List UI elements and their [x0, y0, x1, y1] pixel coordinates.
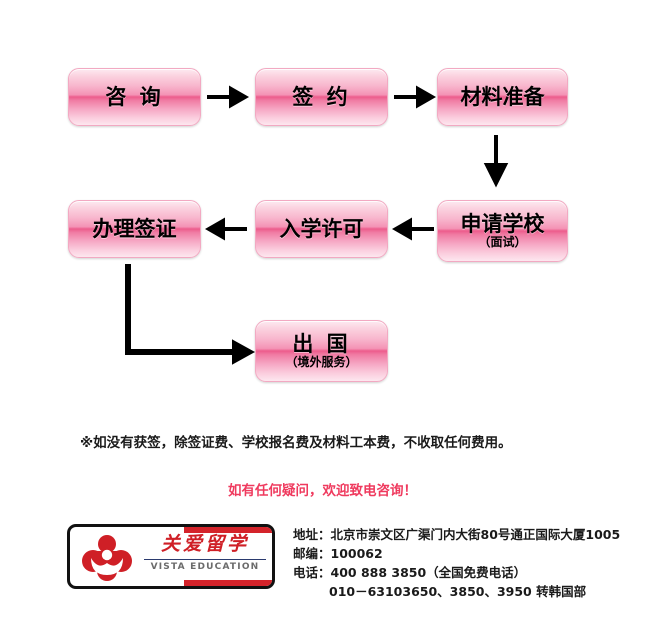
flow-box-apply-school[interactable]: 申请学校 （面试） — [437, 200, 568, 262]
logo-accent-bar-top — [184, 527, 272, 533]
flow-box-apply-school-sublabel: （面试） — [478, 235, 527, 250]
logo-wordmark: 关爱留学 VISTA EDUCATION — [142, 533, 268, 572]
logo-chinese-name: 关爱留学 — [160, 533, 249, 555]
flow-box-go-abroad-label: 出 国 — [292, 332, 351, 357]
flow-box-admission-permit-label: 入学许可 — [279, 216, 364, 241]
flow-box-go-abroad[interactable]: 出 国 （境外服务） — [255, 320, 388, 382]
flow-box-material-prep-label: 材料准备 — [460, 84, 545, 109]
flow-box-visa-processing-label: 办理签证 — [92, 216, 177, 241]
arrow-left-apply-to-admission — [392, 217, 438, 241]
flow-box-consult-label: 咨 询 — [105, 84, 164, 109]
footer: 关爱留学 VISTA EDUCATION 地址：北京市崇文区广渠门内大街80号通… — [0, 518, 662, 608]
arrow-right-consult-to-sign — [205, 85, 251, 109]
call-us-note: 如有任何疑问，欢迎致电咨询！ — [228, 483, 417, 499]
flow-box-go-abroad-sublabel: （境外服务） — [285, 355, 358, 370]
contact-phone: 电话：400 888 3850（全国免费电话） — [293, 565, 527, 580]
contact-info: 地址：北京市崇文区广渠门内大街80号通正国际大厦1005 邮编：100062 电… — [293, 525, 620, 601]
arrow-down-material-to-apply — [483, 133, 509, 189]
logo-english-name: VISTA EDUCATION — [150, 561, 260, 572]
fee-disclaimer-note: ※如没有获签，除签证费、学校报名费及材料工本费，不收取任何费用。 — [80, 435, 512, 451]
flow-box-admission-permit[interactable]: 入学许可 — [255, 200, 388, 258]
arrow-left-admission-to-visa — [205, 217, 251, 241]
flow-box-material-prep[interactable]: 材料准备 — [437, 68, 568, 126]
flow-box-sign-contract[interactable]: 签 约 — [255, 68, 388, 126]
flow-box-consult[interactable]: 咨 询 — [68, 68, 201, 126]
logo-divider — [144, 558, 266, 560]
flow-box-sign-contract-label: 签 约 — [292, 84, 351, 109]
arrow-right-sign-to-material — [392, 85, 438, 109]
contact-postcode: 邮编：100062 — [293, 546, 383, 561]
company-logo-plate: 关爱留学 VISTA EDUCATION — [67, 524, 275, 589]
contact-address: 地址：北京市崇文区广渠门内大街80号通正国际大厦1005 — [293, 527, 621, 542]
logo-accent-bar-bottom — [184, 580, 272, 586]
flow-box-apply-school-label: 申请学校 — [460, 212, 545, 237]
flow-box-visa-processing[interactable]: 办理签证 — [68, 200, 201, 258]
contact-phone-secondary: 010－63103650、3850、3950 转韩国部 — [329, 584, 587, 599]
arrow-elbow-visa-to-abroad — [120, 262, 260, 367]
vista-figure-icon — [82, 533, 132, 583]
